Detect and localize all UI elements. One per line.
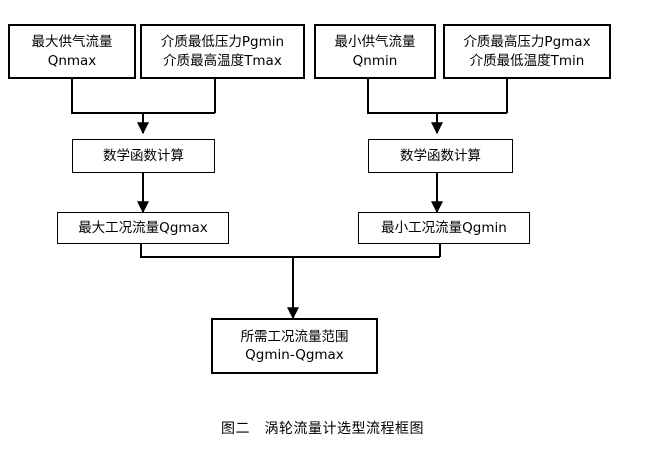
node-max-pressure-min-temp-line2: 介质最低温度Tmin [469, 52, 585, 69]
node-max-supply-flow-line2: Qnmax [47, 52, 97, 69]
node-min-pressure-max-temp: 介质最低压力Pgmin 介质最高温度Tmax [140, 24, 305, 79]
connector-left-merge [71, 79, 216, 135]
node-max-supply-flow-line1: 最大供气流量 [31, 34, 113, 51]
node-qgmin: 最小工况流量Qgmin [358, 212, 530, 244]
node-qgmax-label: 最大工况流量Qgmax [78, 219, 208, 236]
node-qgmin-label: 最小工况流量Qgmin [381, 219, 507, 236]
node-math-calc-right-label: 数学函数计算 [400, 147, 481, 164]
node-qgmax: 最大工况流量Qgmax [57, 212, 229, 244]
node-required-range: 所需工况流量范围 Qgmin-Qgmax [211, 318, 378, 374]
node-min-pressure-max-temp-line1: 介质最低压力Pgmin [160, 34, 285, 51]
node-max-pressure-min-temp-line1: 介质最高压力Pgmax [463, 34, 591, 51]
node-max-supply-flow: 最大供气流量 Qnmax [8, 24, 136, 79]
node-min-supply-flow-line2: Qnmin [352, 52, 398, 69]
node-math-calc-left: 数学函数计算 [72, 139, 215, 173]
node-required-range-line2: Qgmin-Qgmax [245, 347, 344, 363]
connector-right-merge [367, 79, 508, 135]
node-min-supply-flow-line1: 最小供气流量 [334, 34, 416, 51]
connector-bottom-merge [140, 243, 441, 320]
node-min-supply-flow: 最小供气流量 Qnmin [314, 24, 436, 79]
node-math-calc-right: 数学函数计算 [368, 139, 513, 173]
node-required-range-line1: 所需工况流量范围 [240, 328, 349, 345]
node-min-pressure-max-temp-line2: 介质最高温度Tmax [163, 52, 282, 69]
node-max-pressure-min-temp: 介质最高压力Pgmax 介质最低温度Tmin [443, 24, 611, 79]
figure-caption: 图二 涡轮流量计选型流程框图 [221, 421, 424, 437]
node-math-calc-left-label: 数学函数计算 [103, 147, 184, 164]
